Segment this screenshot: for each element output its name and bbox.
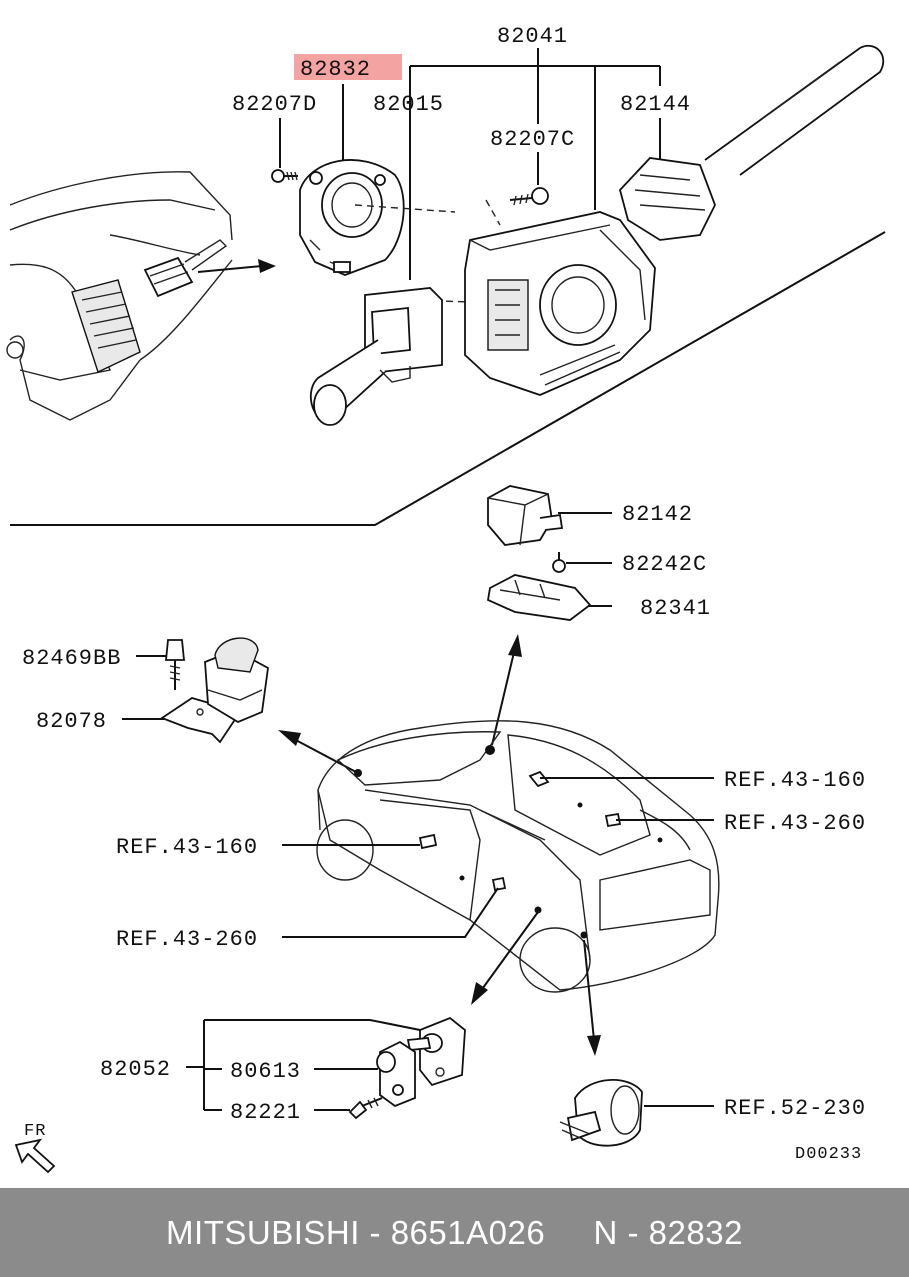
highlight-82832 <box>294 54 402 80</box>
screw-82242C[interactable] <box>552 552 566 573</box>
section-divider <box>10 231 886 526</box>
switch-bracket-82078[interactable] <box>160 637 269 744</box>
front-arrow-icon <box>14 1138 56 1174</box>
label-82015[interactable]: 82015 <box>373 92 444 117</box>
dashboard-illustration <box>6 171 276 421</box>
label-82144[interactable]: 82144 <box>620 92 691 117</box>
label-82207D[interactable]: 82207D <box>232 92 317 117</box>
label-82832[interactable]: 82832 <box>300 57 371 82</box>
right-lever-switch-82144[interactable] <box>619 45 885 241</box>
label-82341[interactable]: 82341 <box>640 596 711 621</box>
label-82469BB[interactable]: 82469BB <box>22 646 121 671</box>
door-switch-82052[interactable] <box>406 1016 466 1087</box>
label-ref-43-260-left[interactable]: REF.43-260 <box>116 927 258 952</box>
cap-80613[interactable] <box>376 1040 416 1108</box>
fuel-lid-actuator[interactable] <box>559 1079 643 1147</box>
label-82221[interactable]: 82221 <box>230 1100 301 1125</box>
parts-diagram: 82832 82041 82207D 82015 82144 82207C <box>6 24 886 1174</box>
label-ref-43-160-left[interactable]: REF.43-160 <box>116 835 258 860</box>
label-ref-52-230[interactable]: REF.52-230 <box>724 1096 866 1121</box>
screw-82221[interactable] <box>348 1097 383 1120</box>
bolt-82469BB[interactable] <box>165 639 185 690</box>
room-lamp-82142[interactable] <box>487 485 564 546</box>
lamp-lens-82341[interactable] <box>486 574 592 621</box>
label-82041[interactable]: 82041 <box>497 24 568 49</box>
screw-82207C[interactable] <box>509 187 549 206</box>
left-lever-switch-82015[interactable] <box>309 287 443 426</box>
footer-part-number: MITSUBISHI - 8651A026 N - 82832 <box>166 1213 743 1251</box>
label-ref-43-160-right[interactable]: REF.43-160 <box>724 768 866 793</box>
label-82052[interactable]: 82052 <box>100 1057 171 1082</box>
car-illustration <box>316 720 720 993</box>
label-82078[interactable]: 82078 <box>36 709 107 734</box>
combination-switch-body-82041[interactable] <box>464 211 656 396</box>
label-82142[interactable]: 82142 <box>622 502 693 527</box>
label-82242C[interactable]: 82242C <box>622 552 707 577</box>
footer-bar: MITSUBISHI - 8651A026 N - 82832 <box>0 1188 909 1277</box>
label-ref-43-260-right[interactable]: REF.43-260 <box>724 811 866 836</box>
leader-lines-top <box>279 48 661 280</box>
clock-spring-82832[interactable] <box>299 159 405 276</box>
label-80613[interactable]: 80613 <box>230 1059 301 1084</box>
label-fr: FR <box>24 1122 46 1141</box>
label-82207C[interactable]: 82207C <box>490 127 575 152</box>
diagram-code: D00233 <box>795 1145 862 1164</box>
screw-82207D[interactable] <box>271 169 298 183</box>
